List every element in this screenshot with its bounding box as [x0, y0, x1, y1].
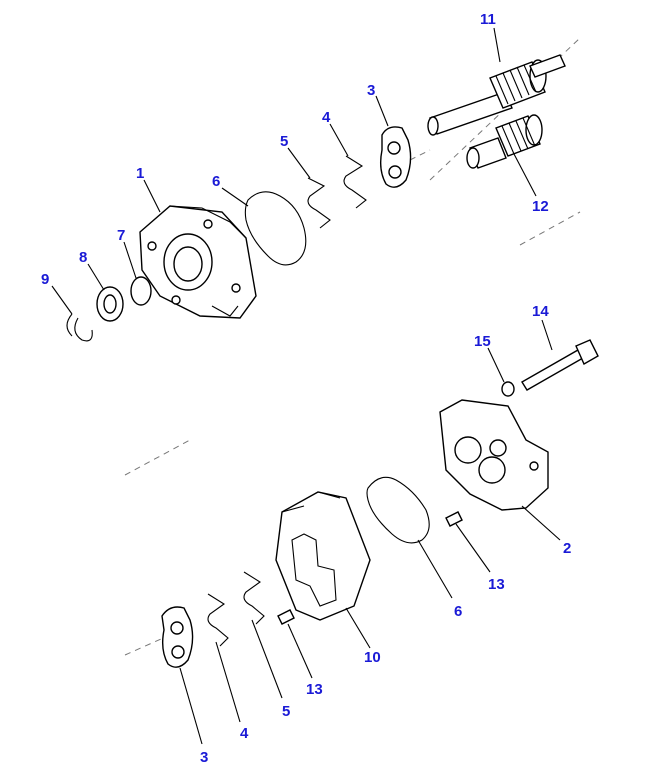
- callout-10: 10: [364, 649, 381, 666]
- drive-shaft: [427, 54, 566, 136]
- oil-seal: [96, 286, 124, 322]
- callout-4-upper: 4: [322, 109, 331, 126]
- o-ring: [130, 276, 152, 306]
- rear-cover: [439, 399, 549, 511]
- clip-spring-lower: [243, 571, 265, 625]
- gear-case: [275, 491, 371, 621]
- callout-11: 11: [480, 11, 496, 28]
- callout-13-right: 13: [488, 576, 505, 593]
- gasket-upper: [244, 191, 307, 266]
- clip-spring-lower-2: [207, 593, 229, 647]
- callout-2: 2: [563, 540, 571, 557]
- bolt: [521, 339, 599, 391]
- gasket-lower: [366, 476, 430, 544]
- callout-9: 9: [41, 271, 49, 288]
- callout-6-upper: 6: [212, 173, 220, 190]
- callout-12: 12: [532, 198, 549, 215]
- callout-5-lower: 5: [282, 703, 290, 720]
- callout-15: 15: [474, 333, 491, 350]
- washer: [501, 381, 515, 397]
- callout-4-lower: 4: [240, 725, 249, 742]
- snap-ring: [66, 313, 93, 342]
- bushing-plate-upper: [379, 126, 412, 188]
- front-cover: [139, 205, 257, 319]
- callout-5-upper: 5: [280, 133, 288, 150]
- clip-spring-upper: [343, 155, 367, 209]
- callout-3-upper: 3: [367, 82, 375, 99]
- callout-13-left: 13: [306, 681, 323, 698]
- callout-14: 14: [532, 303, 549, 320]
- callout-1: 1: [136, 165, 144, 182]
- clip-spring-upper-2: [307, 177, 331, 229]
- callout-labels: 11 12 3 4 5 6 1 7 8 9 14 15 2 13 6 10 13…: [41, 11, 571, 766]
- bushing-plate-lower: [161, 606, 194, 668]
- dowel-pin-left: [277, 609, 295, 625]
- callout-3-lower: 3: [200, 749, 208, 766]
- dowel-pin-right: [445, 511, 463, 527]
- leader-lines: [51, 27, 561, 745]
- driven-gear: [466, 114, 543, 169]
- callout-6-lower: 6: [454, 603, 462, 620]
- callout-8: 8: [79, 249, 87, 266]
- callout-7: 7: [117, 227, 125, 244]
